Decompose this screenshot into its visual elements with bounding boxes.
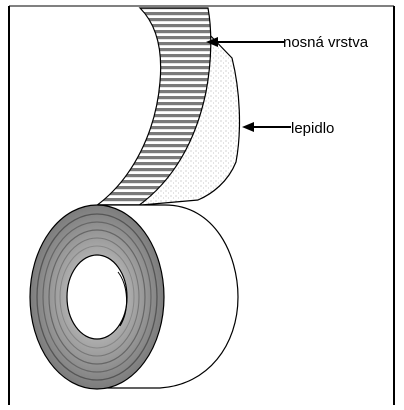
adhesive-label: lepidlo xyxy=(291,120,334,137)
adhesive-pointer xyxy=(242,122,291,132)
carrier-layer-pointer xyxy=(206,37,285,47)
carrier-layer-label: nosná vrstva xyxy=(283,34,369,51)
roll-core-hole xyxy=(67,255,127,339)
